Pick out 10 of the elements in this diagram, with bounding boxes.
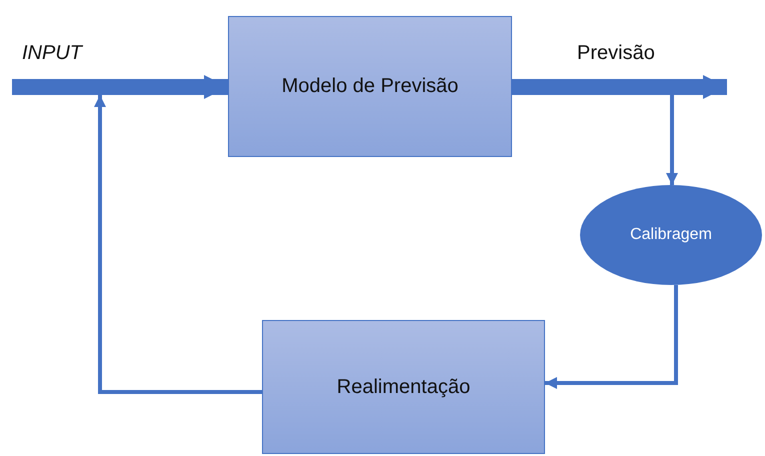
process-box [262,320,545,454]
arrow [545,285,678,389]
arrow [94,95,262,394]
arrow [12,75,228,99]
node-label: Calibragem [630,226,712,244]
arrow [666,95,678,185]
node-label: Modelo de Previsão [282,75,458,98]
node-label: Realimentação [336,376,470,398]
process-box [228,16,512,157]
arrow [512,75,727,99]
